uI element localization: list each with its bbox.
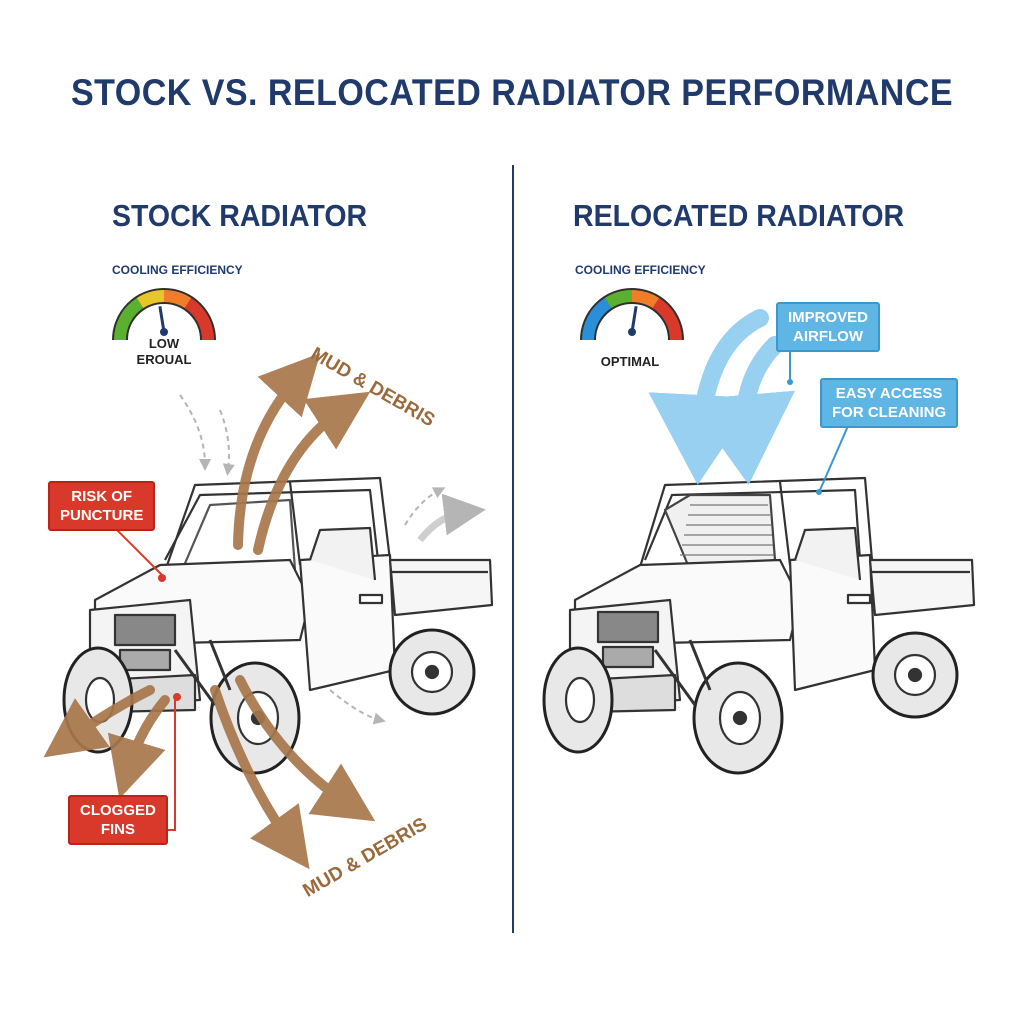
stock-gauge-label: COOLING EFFICIENCY: [112, 263, 243, 277]
stock-radiator-heading: STOCK RADIATOR: [112, 198, 368, 233]
relocated-gauge-reading: OPTIMAL: [600, 354, 660, 369]
center-divider: [512, 165, 514, 933]
relocated-gauge-label: COOLING EFFICIENCY: [575, 263, 706, 277]
clogged-fins-callout: CLOGGED FINS: [68, 795, 168, 845]
improved-airflow-callout: IMPROVED AIRFLOW: [776, 302, 881, 352]
stock-mud-arrows: [43, 352, 376, 870]
risk-of-puncture-callout: RISK OF PUNCTURE: [48, 481, 156, 531]
easy-access-callout: EASY ACCESS FOR CLEANING: [820, 378, 959, 428]
page-title: STOCK VS. RELOCATED RADIATOR PERFORMANCE: [70, 72, 954, 113]
relocated-gauge: [580, 288, 684, 341]
relocated-utv-illustration: [542, 476, 976, 775]
stock-gauge-needle: [158, 306, 166, 333]
relocated-gauge-needle: [630, 306, 638, 333]
stock-airflow-arrows: [179, 394, 446, 725]
relocated-airflow-arrows: [648, 309, 796, 485]
relocated-radiator-heading: RELOCATED RADIATOR: [573, 198, 905, 233]
puncture-marker: [158, 574, 166, 582]
clogged-marker: [173, 693, 181, 701]
relocated-callout-leaders: [789, 348, 849, 491]
stock-gauge-reading-line2: EROUAL: [136, 352, 192, 367]
stock-gauge-reading: LOW EROUAL: [128, 336, 200, 368]
stock-gauge: [112, 288, 216, 341]
stock-gauge-reading-line1: LOW: [148, 336, 180, 351]
